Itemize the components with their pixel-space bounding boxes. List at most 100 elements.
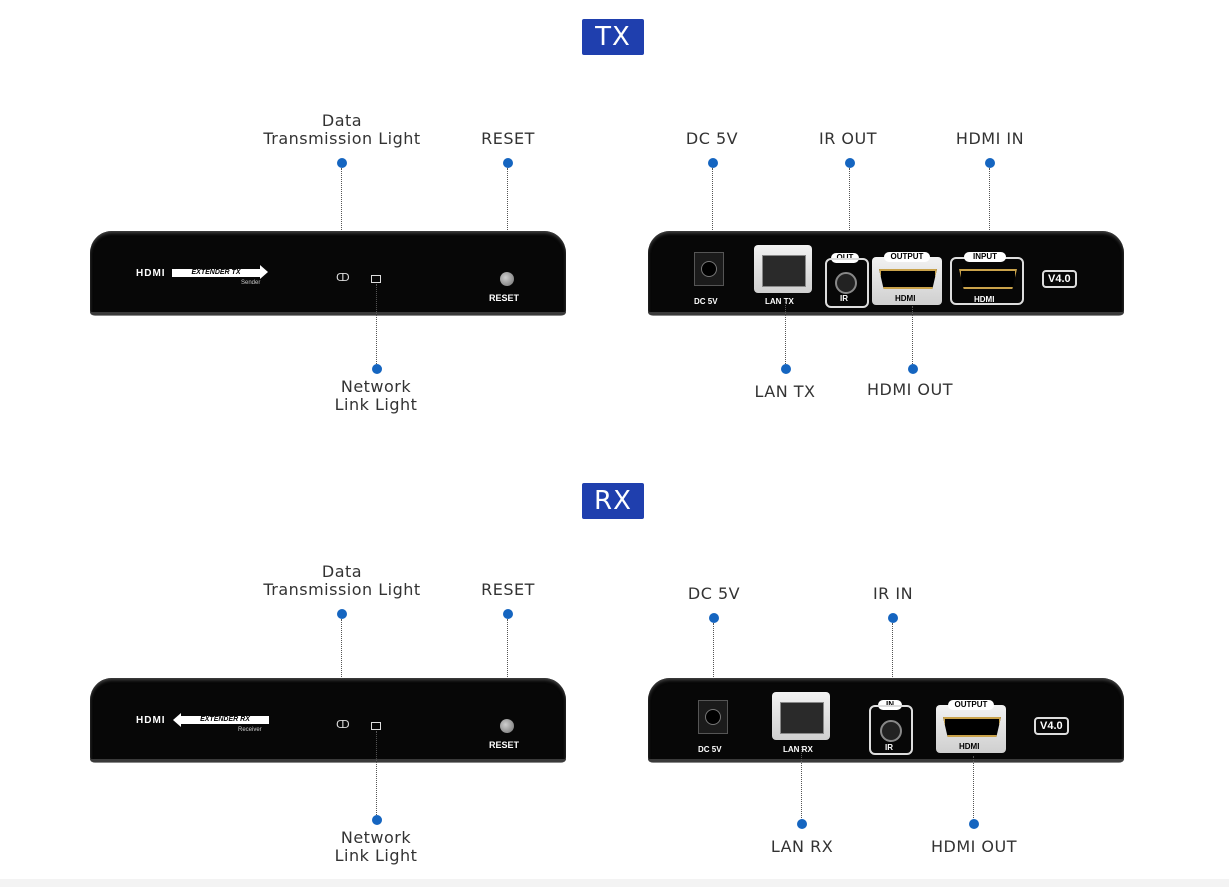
- rx-ir-leader: [892, 623, 893, 701]
- tx-front-brand: HDMI: [136, 268, 166, 279]
- rx-data-light-label-line2: Transmission Light: [263, 580, 421, 599]
- rx-hdmi-out-label: HDMI OUT: [930, 837, 1018, 856]
- tx-front-device: HDMI EXTENDER TX Sender ↀ RESET: [90, 231, 566, 315]
- tx-ir-label: IR OUT: [819, 129, 877, 148]
- tx-hdmi-output-text: HDMI: [895, 294, 916, 303]
- tx-front-rim: [90, 312, 566, 315]
- tx-hdmi-input-text: HDMI: [974, 295, 995, 304]
- rx-ir-frame: [869, 705, 913, 755]
- tx-network-leader: [376, 284, 377, 364]
- rx-front-device: HDMI EXTENDER RX Receiver ↀ RESET: [90, 678, 566, 762]
- rx-front-reset-text: RESET: [489, 740, 520, 750]
- tx-hdmi-input-socket: [959, 269, 1017, 289]
- rx-reset-button: [500, 719, 514, 733]
- tx-lan-text: LAN TX: [765, 297, 794, 306]
- tx-hdmi-in-dot: [985, 158, 995, 168]
- tx-hdmi-out-label: HDMI OUT: [866, 380, 954, 399]
- rx-lan-text: LAN RX: [783, 745, 813, 754]
- rx-front-extender-arrow: EXTENDER RX: [181, 716, 269, 724]
- rx-lan-port: [772, 692, 830, 740]
- rx-hdmi-output-text: HDMI: [959, 742, 980, 751]
- tx-network-light-icon: [371, 275, 381, 283]
- tx-dc-text: DC 5V: [694, 297, 718, 306]
- tx-network-label-line2: Link Light: [334, 395, 418, 414]
- tx-network-dot: [372, 364, 382, 374]
- rx-badge: RX: [582, 483, 644, 519]
- rx-lan-socket: [780, 702, 824, 734]
- rx-lan-dot: [797, 819, 807, 829]
- rx-reset-leader: [507, 619, 508, 719]
- rx-dc-label: DC 5V: [687, 584, 741, 603]
- tx-hdmi-in-leader: [989, 168, 990, 252]
- tx-badge: TX: [582, 19, 644, 55]
- rx-front-rim: [90, 759, 566, 762]
- tx-back-rim: [648, 312, 1124, 315]
- tx-ir-leader: [849, 168, 850, 254]
- tx-reset-leader: [507, 168, 508, 274]
- rx-front-brand: HDMI: [136, 715, 166, 726]
- rx-network-leader: [376, 731, 377, 815]
- tx-dc-leader: [712, 168, 713, 254]
- rx-data-light-dot: [337, 609, 347, 619]
- tx-dc-jack-hole: [701, 261, 717, 277]
- rx-network-label-line2: Link Light: [334, 846, 418, 865]
- rx-ir-jack: [880, 720, 902, 742]
- rx-hdmi-out-dot: [969, 819, 979, 829]
- tx-data-light-label: Data Transmission Light: [262, 112, 422, 148]
- rx-back-rim: [648, 759, 1124, 762]
- tx-hdmi-out-leader: [912, 306, 913, 366]
- rx-dc-text: DC 5V: [698, 745, 722, 754]
- rx-dc-leader: [713, 623, 714, 703]
- tx-version-badge: V4.0: [1042, 270, 1077, 288]
- tx-hdmi-output-socket: [879, 269, 937, 289]
- rx-ir-text: IR: [885, 743, 893, 752]
- tx-ir-text: IR: [840, 294, 848, 303]
- tx-hdmi-in-label: HDMI IN: [955, 129, 1025, 148]
- tx-hdmi-input-tag: INPUT: [964, 252, 1006, 262]
- tx-data-light-label-line2: Transmission Light: [263, 129, 421, 148]
- tx-reset-dot: [503, 158, 513, 168]
- tx-lan-port: [754, 245, 812, 293]
- rx-network-light-icon: [371, 722, 381, 730]
- tx-front-sub: Sender: [241, 280, 261, 286]
- rx-data-light-icon: ↀ: [336, 718, 350, 731]
- rx-network-label: Network Link Light: [296, 829, 456, 865]
- tx-lan-dot: [781, 364, 791, 374]
- rx-data-light-label-line1: Data: [321, 562, 363, 581]
- tx-lan-socket: [762, 255, 806, 287]
- rx-hdmi-output-tag: OUTPUT: [948, 700, 994, 710]
- rx-reset-dot: [503, 609, 513, 619]
- rx-data-light-label: Data Transmission Light: [262, 563, 422, 599]
- tx-hdmi-output-tag: OUTPUT: [884, 252, 930, 262]
- rx-front-sub: Receiver: [238, 727, 262, 733]
- tx-ir-frame: [825, 258, 869, 308]
- rx-lan-leader: [801, 746, 802, 820]
- tx-dc-dot: [708, 158, 718, 168]
- rx-dc-jack-hole: [705, 709, 721, 725]
- tx-hdmi-out-dot: [908, 364, 918, 374]
- rx-ir-dot: [888, 613, 898, 623]
- rx-lan-label: LAN RX: [770, 837, 834, 856]
- rx-data-light-leader: [341, 619, 342, 715]
- tx-data-light-dot: [337, 158, 347, 168]
- tx-data-light-icon: ↀ: [336, 271, 350, 284]
- tx-network-label-line1: Network: [340, 377, 412, 396]
- tx-dc-label: DC 5V: [685, 129, 739, 148]
- tx-lan-leader: [785, 300, 786, 366]
- rx-arrow-head: [173, 713, 181, 727]
- rx-dc-jack: [698, 700, 728, 734]
- rx-version-badge: V4.0: [1034, 717, 1069, 735]
- rx-back-device: DC 5V LAN RX IN IR OUTPUT HDMI V4.0: [648, 678, 1124, 762]
- tx-ir-jack: [835, 272, 857, 294]
- tx-dc-jack: [694, 252, 724, 286]
- tx-network-label: Network Link Light: [296, 378, 456, 414]
- tx-back-device: DC 5V LAN TX OUT IR OUTPUT HDMI INPUT HD…: [648, 231, 1124, 315]
- tx-data-light-label-line1: Data: [321, 111, 363, 130]
- tx-reset-label: RESET: [481, 129, 535, 148]
- tx-front-extender-arrow: EXTENDER TX: [172, 269, 260, 277]
- rx-network-label-line1: Network: [340, 828, 412, 847]
- rx-dc-dot: [709, 613, 719, 623]
- page-bottom-shade: [0, 879, 1229, 887]
- rx-hdmi-out-leader: [973, 756, 974, 820]
- tx-lan-label: LAN TX: [754, 382, 816, 401]
